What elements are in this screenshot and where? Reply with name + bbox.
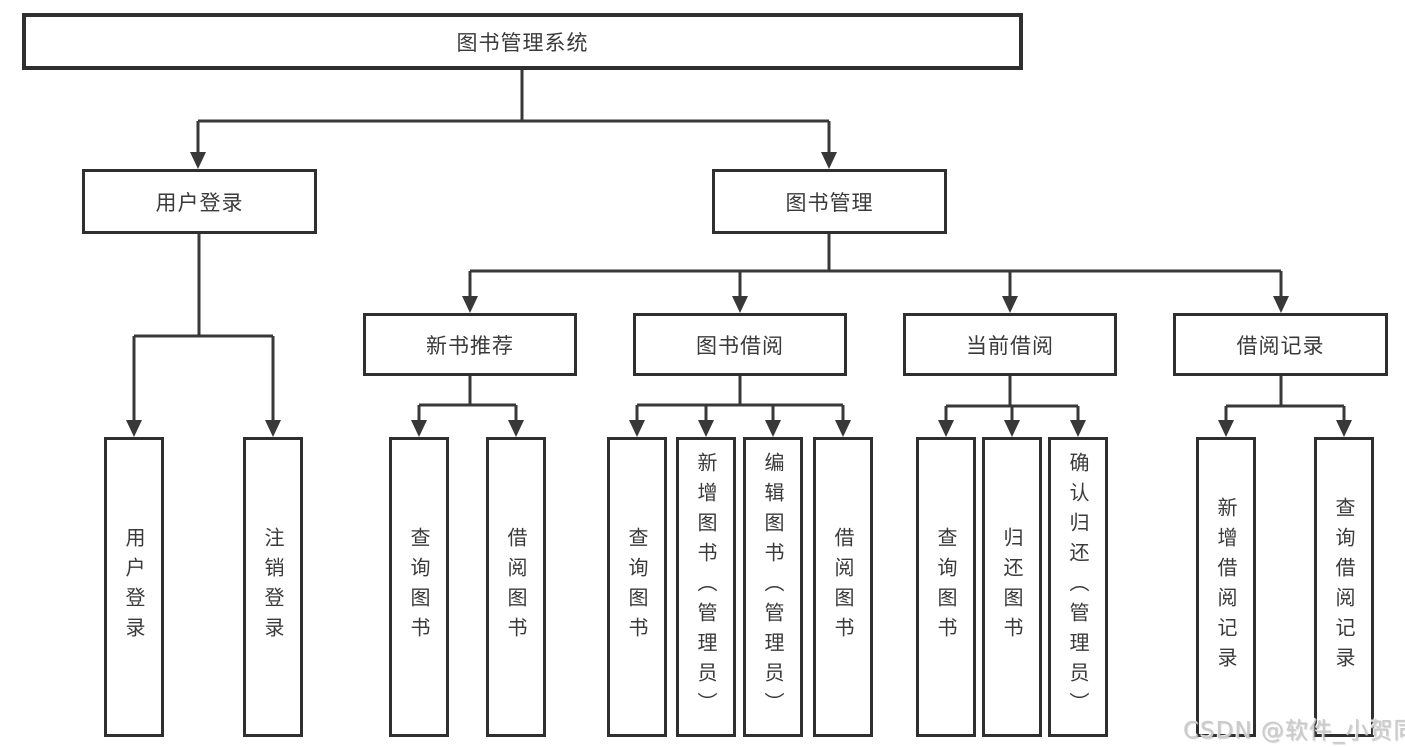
node-label: 当前借阅: [966, 333, 1054, 358]
leaf-query-borrow-record: 查询借阅记录: [1314, 437, 1374, 737]
node-label: 查询图书: [625, 527, 649, 647]
node-label: 借阅图书: [831, 527, 855, 647]
leaf-add-books-admin: 新增图书（管理员）: [676, 437, 736, 737]
csdn-watermark: CSDN @软件_小贺同学: [1183, 718, 1405, 744]
leaf-logout-login: 注销登录: [243, 437, 303, 737]
node-label: 注销登录: [261, 527, 285, 647]
node-label: 新增图书（管理员）: [694, 452, 718, 722]
leaf-query-books-current: 查询图书: [916, 437, 976, 737]
node-label: 新书推荐: [426, 333, 514, 358]
node-label: 借阅记录: [1236, 333, 1325, 358]
leaf-edit-books-admin: 编辑图书（管理员）: [743, 437, 803, 737]
node-label: 图书借阅: [696, 333, 784, 358]
node-label: 图书管理: [785, 190, 874, 215]
leaf-return-books: 归还图书: [982, 437, 1042, 737]
leaf-add-borrow-record: 新增借阅记录: [1196, 437, 1256, 737]
leaf-query-books-recommend: 查询图书: [389, 437, 449, 737]
node-current-borrow: 当前借阅: [903, 313, 1117, 376]
node-label: 查询图书: [407, 527, 431, 647]
node-library-management-system: 图书管理系统: [22, 13, 1023, 70]
node-label: 查询借阅记录: [1332, 497, 1356, 677]
node-user-login: 用户登录: [82, 169, 317, 234]
node-borrow-records: 借阅记录: [1173, 313, 1388, 376]
node-label: 新增借阅记录: [1214, 497, 1238, 677]
node-book-management: 图书管理: [712, 169, 947, 234]
node-label: 借阅图书: [504, 527, 528, 647]
node-book-borrow: 图书借阅: [633, 313, 847, 376]
node-new-book-recommend: 新书推荐: [363, 313, 577, 376]
node-label: 归还图书: [1000, 527, 1024, 647]
node-label: 图书管理系统: [456, 30, 589, 55]
leaf-confirm-return-admin: 确认归还（管理员）: [1048, 437, 1108, 737]
node-label: 用户登录: [155, 190, 244, 215]
leaf-user-login: 用户登录: [104, 437, 164, 737]
node-label: 确认归还（管理员）: [1066, 452, 1090, 722]
leaf-query-books-borrow: 查询图书: [607, 437, 667, 737]
leaf-borrow-books: 借阅图书: [813, 437, 873, 737]
node-label: 用户登录: [122, 527, 146, 647]
leaf-borrow-books-recommend: 借阅图书: [486, 437, 546, 737]
node-label: 编辑图书（管理员）: [761, 452, 785, 722]
node-label: 查询图书: [934, 527, 958, 647]
arrowhead-icons: [126, 152, 1352, 437]
